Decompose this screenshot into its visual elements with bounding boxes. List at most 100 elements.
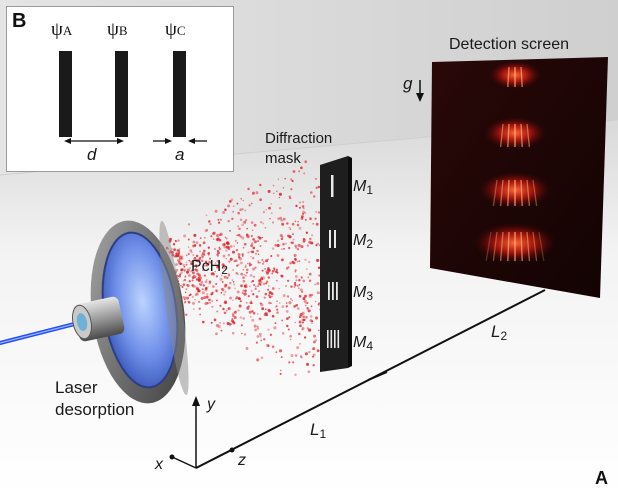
molecule-dot	[198, 307, 201, 310]
molecule-dot	[199, 313, 202, 316]
molecule-dot	[282, 294, 286, 298]
molecule-dot	[296, 285, 299, 287]
molecule-dot	[299, 201, 302, 204]
molecule-dot	[317, 266, 321, 270]
molecule-dot	[234, 239, 237, 242]
molecule-dot	[307, 276, 310, 279]
axis-x-label: x	[155, 456, 163, 473]
molecule-dot	[271, 272, 274, 275]
molecule-dot	[245, 219, 248, 222]
molecule-dot	[188, 259, 191, 262]
molecule-dot	[172, 243, 176, 246]
molecule-dot	[261, 269, 264, 272]
molecule-dot	[188, 280, 191, 283]
molecule-dot	[225, 237, 228, 240]
molecule-dot	[276, 271, 279, 274]
molecule-dot	[183, 234, 187, 238]
fringe-line	[499, 123, 504, 148]
molecule-dot	[229, 281, 232, 285]
molecule-dot	[301, 328, 304, 331]
molecule-dot	[232, 321, 236, 325]
molecule-dot	[200, 280, 204, 284]
molecule-dot	[268, 285, 270, 287]
molecule-dot	[277, 178, 280, 181]
molecule-dot	[315, 244, 318, 247]
molecule-dot	[308, 240, 312, 244]
molecule-dot	[198, 300, 201, 303]
molecule-dot	[216, 253, 219, 257]
molecule-dot	[195, 287, 199, 291]
inset-letter: B	[12, 10, 27, 32]
molecule-dot	[186, 296, 190, 300]
molecule-dot	[310, 293, 314, 297]
figure-letter: A	[595, 468, 608, 488]
molecule-dot	[182, 295, 185, 299]
molecule-dot	[236, 202, 239, 205]
molecule-dot	[299, 324, 302, 328]
molecule-dot	[178, 256, 183, 260]
molecule-dot	[231, 312, 235, 315]
molecule-dot	[281, 258, 284, 262]
molecule-dot	[275, 305, 278, 308]
molecule-dot	[311, 322, 313, 325]
molecule-dot	[202, 284, 205, 287]
molecule-dot	[315, 222, 319, 226]
molecule-dot	[267, 328, 270, 331]
molecule-dot	[253, 324, 257, 328]
molecule-dot	[292, 238, 295, 241]
molecule-dot	[232, 250, 235, 254]
molecule-dot	[181, 258, 184, 260]
molecule-dot	[207, 252, 211, 255]
molecule-dot	[238, 256, 241, 259]
molecule-dot	[285, 302, 288, 304]
molecule-dot	[279, 372, 282, 375]
molecule-dot	[272, 184, 275, 187]
molecule-dot	[265, 270, 269, 273]
molecule-dot	[301, 205, 305, 208]
molecule-dot	[299, 313, 303, 317]
molecule-dot	[241, 254, 244, 257]
molecule-dot	[212, 272, 215, 276]
molecule-dot	[231, 331, 235, 335]
molecule-dot	[257, 285, 259, 287]
molecule-dot	[296, 223, 300, 227]
molecule-dot	[311, 234, 314, 237]
fringe-line	[507, 123, 510, 148]
mask-grating-3-label: M3	[353, 284, 374, 303]
molecule-dot	[221, 267, 224, 269]
fringe-line	[526, 123, 531, 148]
molecule-dot	[207, 263, 210, 266]
molecule-dot	[251, 279, 255, 283]
molecule-dot	[306, 302, 309, 304]
molecule-dot	[274, 243, 277, 247]
molecule-dot	[264, 292, 268, 296]
molecule-dot	[256, 335, 260, 338]
molecule-dot	[224, 302, 227, 304]
molecule-dot	[177, 258, 181, 263]
molecule-dot	[312, 223, 314, 225]
molecule-dot	[177, 252, 180, 255]
molecule-dot	[182, 283, 186, 286]
molecule-dot	[208, 298, 212, 301]
molecule-dot	[179, 257, 183, 261]
molecule-dot	[223, 275, 227, 279]
molecule-dot	[186, 284, 189, 286]
molecule-dot	[204, 237, 206, 239]
molecule-dot	[247, 251, 250, 254]
molecule-dot	[253, 284, 256, 286]
molecule-dot	[190, 251, 193, 254]
molecule-dot	[306, 362, 309, 366]
interference-fringes	[474, 61, 556, 263]
molecule-dot	[308, 272, 312, 276]
molecule-dot	[245, 271, 248, 274]
gravity-label: g	[403, 74, 413, 93]
molecule-dot	[191, 284, 194, 287]
fringe-line	[532, 179, 538, 207]
molecule-dot	[237, 233, 241, 237]
molecule-dot	[210, 293, 213, 296]
molecule-dot	[231, 317, 234, 320]
molecule-dot	[203, 265, 205, 267]
molecule-dot	[232, 205, 235, 207]
molecule-dot	[226, 242, 230, 246]
molecule-dot	[210, 235, 213, 238]
